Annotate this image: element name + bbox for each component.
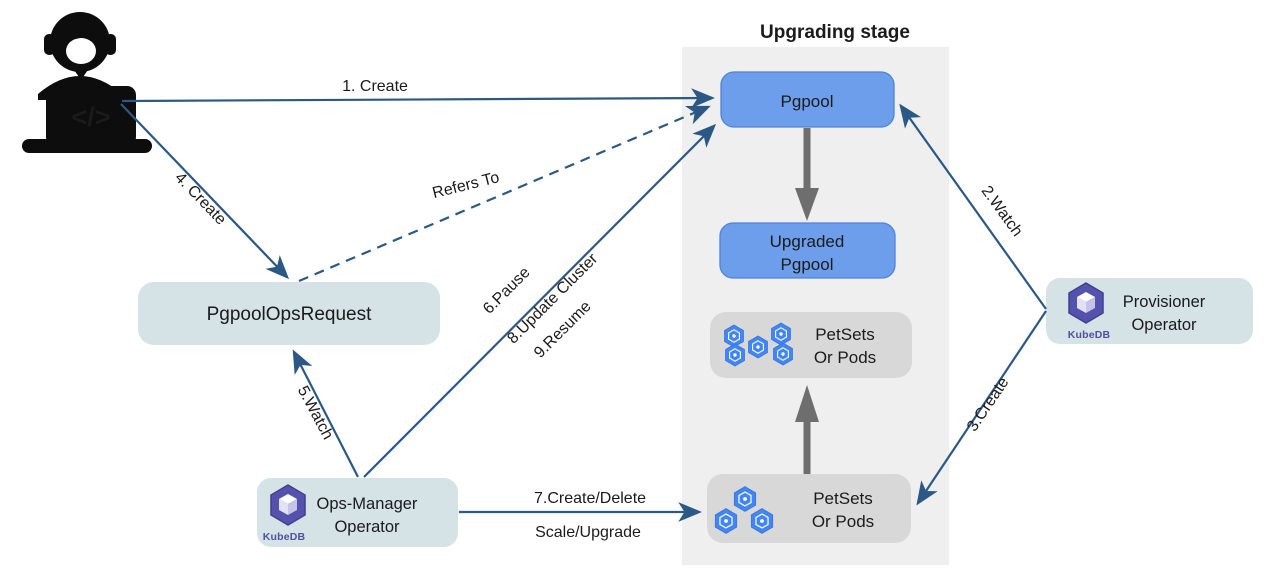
node-petsets-bottom: PetSets Or Pods bbox=[707, 474, 911, 543]
arrow-pgpool-to-upgraded bbox=[795, 128, 819, 221]
node-ops-manager-label-2: Operator bbox=[334, 518, 400, 536]
edge-provisioner-create-petsets bbox=[916, 310, 1047, 506]
edge-label-1-create: 1. Create bbox=[342, 78, 408, 95]
kubedb-logo-text: KubeDB bbox=[1068, 329, 1111, 341]
node-upgraded-pgpool: Upgraded Pgpool bbox=[719, 222, 896, 279]
node-petsets-top-label-2: Or Pods bbox=[814, 348, 876, 367]
edge-label-4-create: 4. Create bbox=[171, 169, 229, 228]
node-pgpool-label: Pgpool bbox=[781, 92, 834, 111]
node-ops-manager-label-1: Ops-Manager bbox=[317, 495, 418, 513]
edge-label-6-pause: 6.Pause bbox=[480, 264, 534, 318]
edge-user-create-opsrequest bbox=[120, 103, 290, 280]
node-ops-manager-operator: KubeDB Ops-Manager Operator bbox=[257, 478, 458, 547]
code-glyph: </> bbox=[71, 102, 110, 132]
edge-opsmanager-pause-update-resume-pgpool bbox=[363, 123, 717, 478]
kubedb-logo-text: KubeDB bbox=[263, 531, 306, 543]
arrow-petsets-bottom-to-top bbox=[795, 385, 819, 474]
edge-label-7-create-delete: 7.Create/Delete bbox=[534, 490, 646, 507]
node-provisioner-label-2: Operator bbox=[1131, 316, 1197, 334]
edge-label-2-watch: 2.Watch bbox=[978, 183, 1026, 240]
node-pgpool: Pgpool bbox=[720, 71, 895, 128]
node-provisioner-label-1: Provisioner bbox=[1123, 293, 1206, 311]
edge-label-3-create: 3.Create bbox=[964, 374, 1012, 434]
edge-label-7-scale-upgrade: Scale/Upgrade bbox=[535, 524, 641, 541]
node-pgpool-ops-request-label: PgpoolOpsRequest bbox=[207, 304, 372, 325]
edge-user-create-pgpool bbox=[121, 88, 715, 109]
edge-opsrequest-refers-to-pgpool bbox=[298, 105, 711, 283]
edge-label-refers-to: Refers To bbox=[431, 169, 501, 202]
node-petsets-top: PetSets Or Pods bbox=[710, 312, 912, 378]
node-upgraded-pgpool-label-2: Pgpool bbox=[781, 255, 834, 274]
node-upgraded-pgpool-label-1: Upgraded bbox=[770, 232, 845, 251]
node-pgpool-ops-request: PgpoolOpsRequest bbox=[138, 282, 440, 345]
node-petsets-bottom-label-2: Or Pods bbox=[812, 512, 874, 531]
stage-title: Upgrading stage bbox=[760, 22, 910, 43]
node-petsets-top-label-1: PetSets bbox=[815, 325, 875, 344]
edge-opsmanager-watch-opsrequest bbox=[292, 349, 359, 478]
developer-user-icon: </> bbox=[22, 12, 152, 153]
node-provisioner-operator: KubeDB Provisioner Operator bbox=[1046, 278, 1253, 344]
node-petsets-bottom-label-1: PetSets bbox=[813, 489, 873, 508]
edge-provisioner-watch-pgpool bbox=[899, 103, 1047, 310]
